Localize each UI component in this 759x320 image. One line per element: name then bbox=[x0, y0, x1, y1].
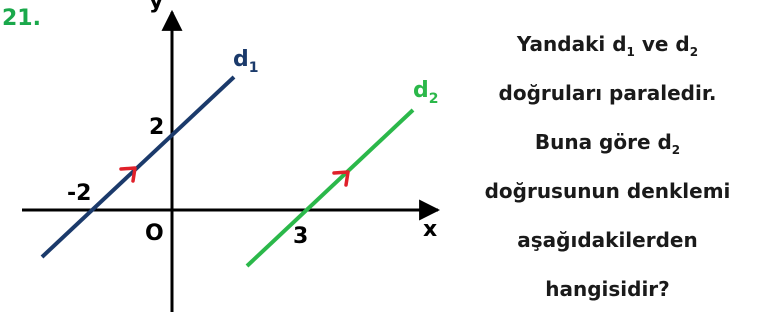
line-d1 bbox=[40, 75, 236, 259]
origin-label: O bbox=[145, 221, 164, 246]
axis-y-label: y bbox=[149, 0, 163, 14]
question-line-2: doğruları paraledir. bbox=[498, 81, 717, 105]
question-line-4: doğrusunun denklemi bbox=[484, 179, 731, 203]
question-line-1: Yandaki d1 ve d2 bbox=[516, 32, 699, 59]
question-text: Yandaki d1 ve d2 doğruları paraledir. Bu… bbox=[460, 20, 755, 314]
x-neg-intercept-label: -2 bbox=[67, 181, 91, 206]
question-line-3: Buna göre d2 bbox=[534, 130, 681, 157]
parallel-arrow-d1 bbox=[119, 166, 137, 183]
coordinate-graph: y x O 2 -2 3 d1 d2 bbox=[22, 0, 441, 312]
line-d1-label: d1 bbox=[233, 47, 259, 76]
axis-x-label: x bbox=[423, 217, 437, 242]
line-d2-label: d2 bbox=[413, 78, 439, 107]
parallel-arrow-d2 bbox=[332, 170, 350, 187]
line-d2 bbox=[245, 108, 415, 268]
x-pos-intercept-label: 3 bbox=[293, 224, 308, 249]
question-line-6: hangisidir? bbox=[545, 277, 670, 301]
question-number: 21. bbox=[2, 6, 41, 31]
question-line-5: aşağıdakilerden bbox=[517, 228, 698, 252]
y-intercept-label: 2 bbox=[149, 115, 164, 140]
